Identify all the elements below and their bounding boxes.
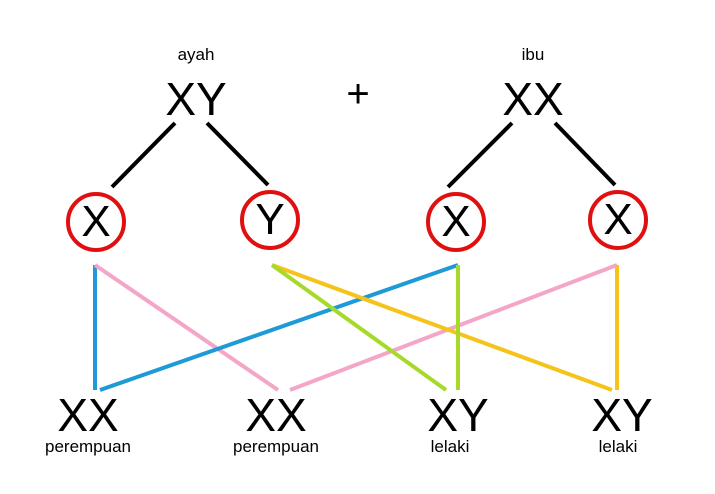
mother-to-gamete-x1-line (446, 121, 514, 189)
father-to-gamete-x-line (110, 121, 177, 189)
cross-line-pink-1 (93, 263, 280, 392)
offspring-3-genotype: XY (427, 389, 489, 441)
offspring-3-label: lelaki (430, 437, 470, 456)
offspring-1-genotype: XX (57, 389, 119, 441)
mother-genotype: XX (502, 73, 564, 125)
gamete-father-x: X (66, 192, 126, 252)
mother-label: ibu (521, 45, 545, 64)
cross-line-green-1 (270, 263, 448, 392)
cross-line-pink-2 (289, 263, 618, 392)
offspring-1-label: perempuan (44, 437, 132, 456)
offspring-4-genotype: XY (591, 389, 653, 441)
gamete-mother-x2: X (588, 190, 648, 250)
father-label: ayah (177, 45, 215, 64)
gamete-father-y: Y (240, 190, 300, 250)
cross-line-yellow-1 (271, 263, 613, 392)
offspring-2-label: perempuan (232, 437, 320, 456)
father-to-gamete-y-line (205, 121, 270, 187)
father-genotype: XY (165, 73, 227, 125)
offspring-4-label: lelaki (598, 437, 638, 456)
mother-to-gamete-x2-line (553, 121, 617, 187)
gamete-mother-x1: X (426, 192, 486, 252)
cross-line-blue-2 (99, 263, 459, 392)
offspring-2-genotype: XX (245, 389, 307, 441)
plus-sign: + (346, 72, 370, 116)
